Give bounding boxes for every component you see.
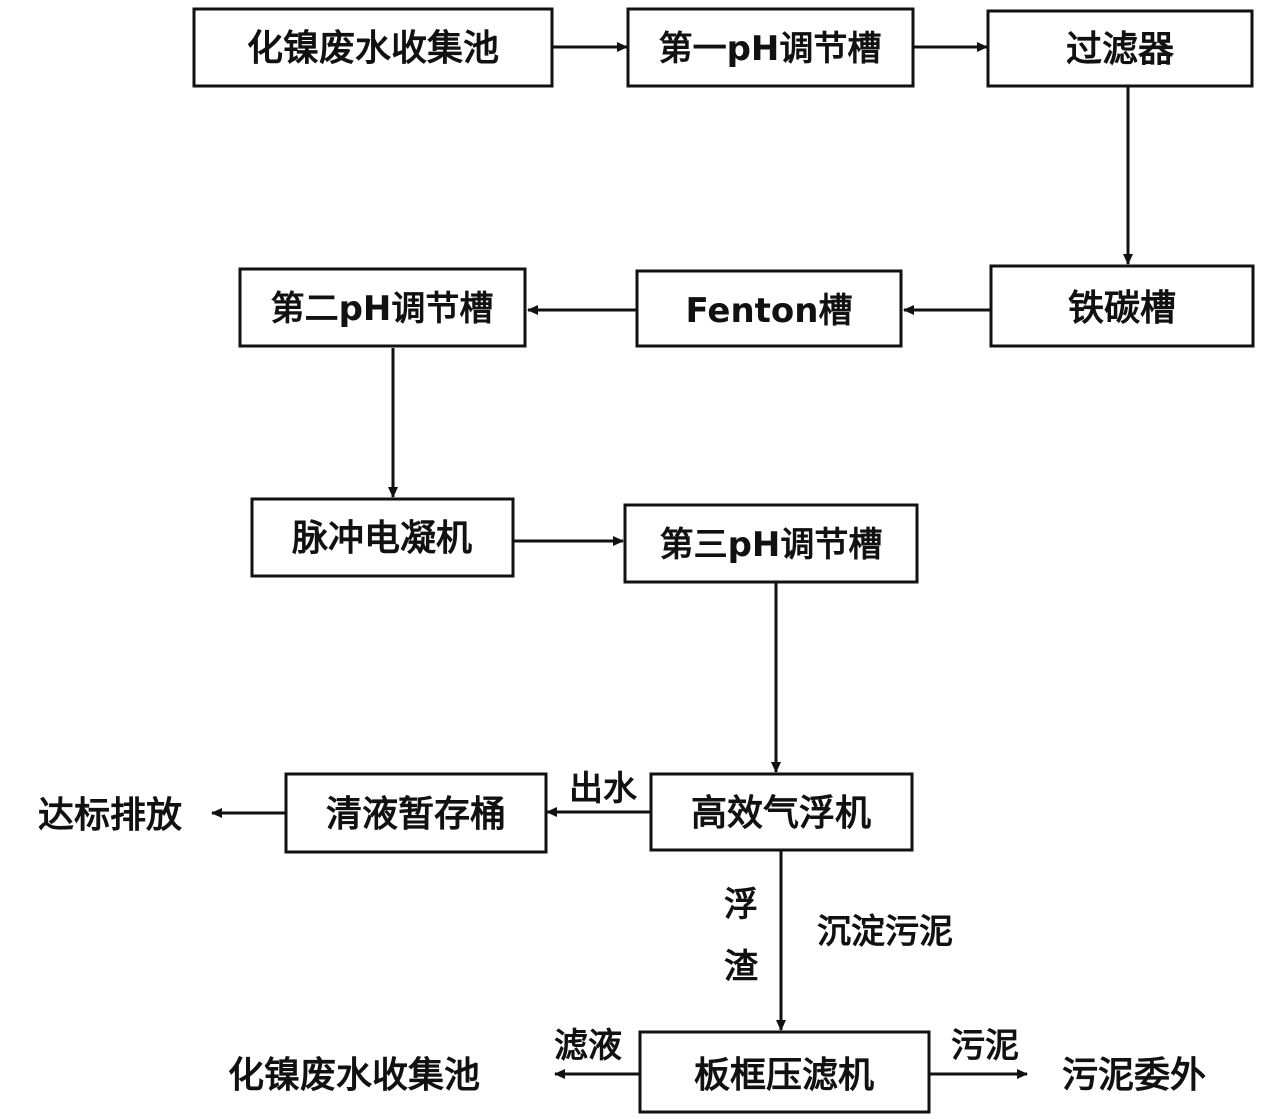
node-filter-label: 过滤器 [1066,29,1175,70]
node-pulse-label: 脉冲电凝机 [292,518,472,559]
edge-label-sludge: 污泥 [951,1026,1019,1066]
node-ph2: 第二pH调节槽 [238,267,527,348]
node-press-label: 板框压滤机 [694,1055,874,1096]
edge-label-filtrate: 滤液 [554,1026,622,1066]
edge-label-water-out: 出水 [569,769,638,809]
output-return-pool: 化镍废水收集池 [228,1055,480,1096]
node-pulse: 脉冲电凝机 [250,497,515,578]
node-clear-tank-label: 清液暂存桶 [326,794,506,835]
node-filter: 过滤器 [986,9,1254,88]
node-ph1-label: 第一pH调节槽 [659,29,882,69]
node-flotation-label: 高效气浮机 [691,793,871,834]
node-fenton-label: Fenton槽 [686,291,853,331]
output-discharge: 达标排放 [38,795,182,836]
node-iron-carbon: 铁碳槽 [989,264,1255,348]
node-fenton: Fenton槽 [635,269,903,348]
connectors [211,42,1133,1079]
node-ph2-label: 第二pH调节槽 [271,289,494,329]
node-collect-pool: 化镍废水收集池 [192,7,554,88]
node-ph3-label: 第三pH调节槽 [660,525,883,565]
node-iron-carbon-label: 铁碳槽 [1068,288,1176,329]
edge-label-sediment: 沉淀污泥 [817,912,953,952]
edge-label-scum-2: 渣 [724,947,759,987]
node-press: 板框压滤机 [638,1030,931,1114]
node-flotation: 高效气浮机 [649,772,914,852]
node-clear-tank: 清液暂存桶 [284,772,548,854]
edge-label-scum-1: 浮 [724,885,758,925]
node-collect-pool-label: 化镍废水收集池 [247,28,499,69]
node-ph3: 第三pH调节槽 [623,503,919,584]
node-ph1: 第一pH调节槽 [626,7,915,88]
output-sludge-out: 污泥委外 [1062,1055,1206,1096]
